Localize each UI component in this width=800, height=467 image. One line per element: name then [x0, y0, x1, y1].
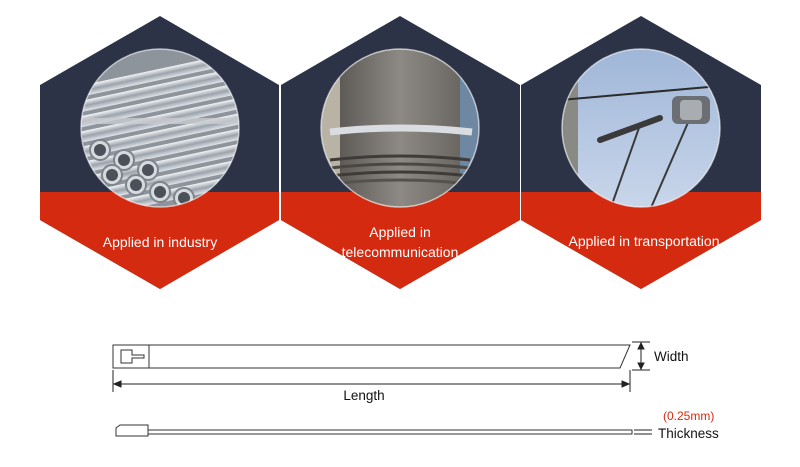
thickness-dimension	[634, 429, 652, 435]
tie-side-view	[115, 424, 633, 437]
length-label: Length	[343, 388, 384, 403]
panel-industry: Applied in industry	[40, 16, 279, 289]
tie-side-strap	[147, 429, 633, 435]
overhead-line-fitting-photo	[562, 49, 720, 207]
tie-head	[112, 344, 150, 369]
width-dimension	[632, 341, 650, 371]
hexagon-label-band	[281, 192, 520, 289]
tie-side-head	[115, 424, 149, 437]
panel-label: telecommunication	[342, 244, 459, 260]
tie-head-slot	[120, 349, 145, 364]
panel-telecommunication: Applied in telecommunication	[281, 16, 520, 289]
panel-label: Applied in industry	[103, 234, 217, 250]
panel-transportation: Applied in transportation	[521, 16, 761, 289]
hexagon-label-band	[40, 192, 279, 289]
width-label: Width	[654, 349, 689, 364]
tie-top-view	[112, 344, 631, 369]
length-dimension	[112, 370, 631, 392]
panel-label: Applied in transportation	[569, 233, 720, 249]
hexagon-label-band	[521, 192, 761, 289]
thickness-label: Thickness	[658, 426, 719, 441]
thickness-value: (0.25mm)	[663, 409, 714, 423]
panel-label: Applied in	[369, 224, 431, 240]
tie-body	[112, 344, 631, 369]
steel-pipes-photo	[81, 49, 239, 207]
